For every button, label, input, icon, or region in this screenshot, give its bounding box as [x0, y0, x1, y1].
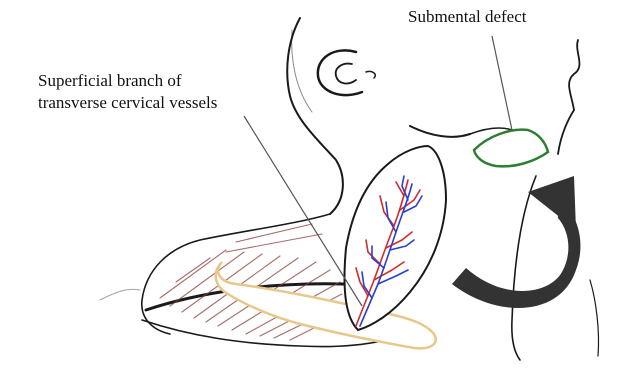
vessels-label: Superficial branch of transverse cervica…: [38, 70, 217, 114]
submental-defect-label: Submental defect: [408, 6, 527, 28]
pointer-vessels: [244, 116, 362, 306]
rotation-arrow: [452, 176, 580, 308]
vessels-label-line2: transverse cervical vessels: [38, 92, 217, 114]
submental-defect-shape: [474, 130, 548, 167]
pointer-submental: [492, 36, 512, 130]
ear: [318, 50, 375, 95]
vessels-label-line1: Superficial branch of: [38, 70, 217, 92]
